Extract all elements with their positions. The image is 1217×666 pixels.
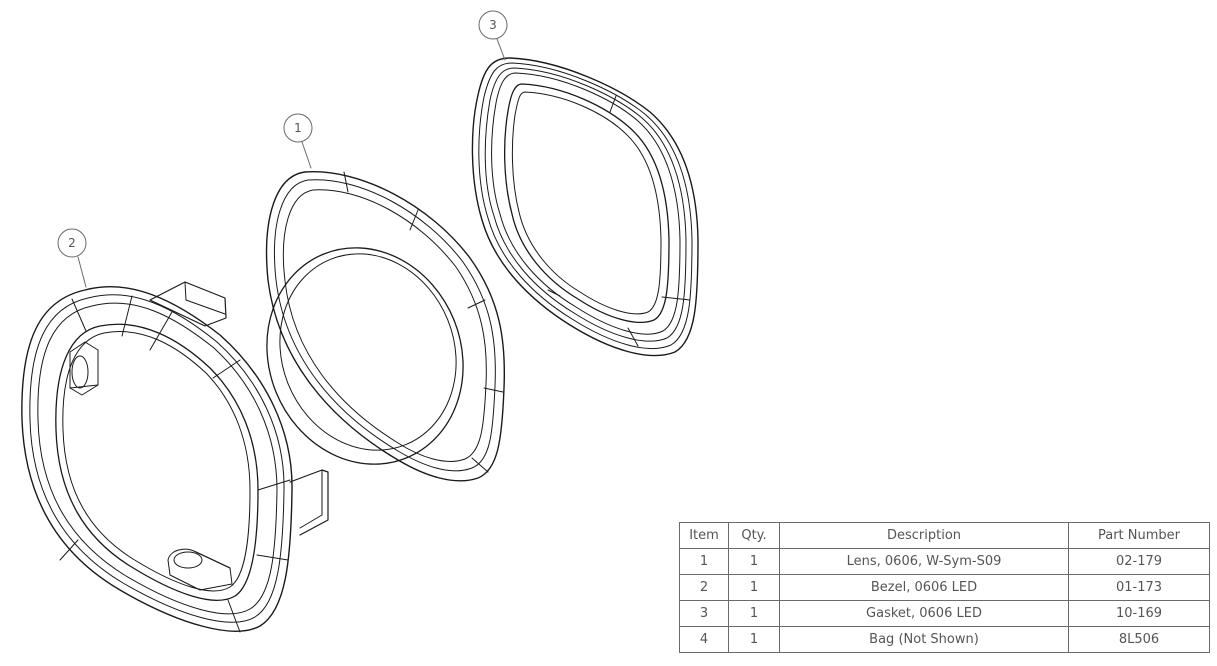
callout-1-label: 1	[294, 121, 302, 135]
bezel-lower-clip	[167, 548, 233, 591]
bom-cell-qty: 1	[728, 548, 780, 575]
gasket-inner-opening	[504, 83, 670, 323]
bom-row: 4 1 Bag (Not Shown) 8L506	[679, 626, 1210, 653]
bezel-inner-opening	[55, 323, 259, 601]
callout-balloon-1: 1	[283, 113, 313, 169]
bom-cell-description: Lens, 0606, W-Sym-S09	[779, 548, 1069, 575]
bom-cell-item: 4	[679, 626, 729, 653]
bom-row: 2 1 Bezel, 0606 LED 01-173	[679, 574, 1210, 601]
bom-cell-part-number: 01-173	[1068, 574, 1210, 601]
bom-cell-part-number: 10-169	[1068, 600, 1210, 627]
bom-cell-qty: 1	[728, 574, 780, 601]
bom-row: 1 1 Lens, 0606, W-Sym-S09 02-179	[679, 548, 1210, 575]
bom-cell-description: Bezel, 0606 LED	[779, 574, 1069, 601]
callout-balloon-3: 3	[478, 10, 508, 61]
callout-2-label: 2	[68, 236, 76, 250]
bom-header-description: Description	[779, 522, 1069, 549]
bill-of-materials-table: Item Qty. Description Part Number 1 1 Le…	[679, 522, 1210, 653]
gasket-outer-edge	[471, 57, 699, 357]
bom-cell-item: 3	[679, 600, 729, 627]
bom-cell-part-number: 8L506	[1068, 626, 1210, 653]
bom-header-qty: Qty.	[728, 522, 780, 549]
bom-cell-item: 1	[679, 548, 729, 575]
lens-outer-flange	[265, 171, 506, 482]
bom-cell-description: Bag (Not Shown)	[779, 626, 1069, 653]
bom-cell-item: 2	[679, 574, 729, 601]
bezel-upper-clip	[69, 341, 99, 396]
bom-cell-qty: 1	[728, 600, 780, 627]
callout-balloon-2: 2	[57, 228, 87, 288]
bom-header-item: Item	[679, 522, 729, 549]
callout-3-label: 3	[489, 18, 497, 32]
bom-cell-description: Gasket, 0606 LED	[779, 600, 1069, 627]
lens-part	[265, 171, 506, 482]
bezel-part	[21, 281, 329, 633]
bom-header-row: Item Qty. Description Part Number	[679, 522, 1210, 549]
bezel-upper-tab	[149, 281, 227, 327]
bom-row: 3 1 Gasket, 0606 LED 10-169	[679, 600, 1210, 627]
bezel-lower-tab	[289, 469, 329, 536]
bezel-outer-rim	[21, 286, 293, 632]
lens-dome	[266, 247, 464, 465]
bom-header-part-number: Part Number	[1068, 522, 1210, 549]
gasket-part	[471, 57, 699, 357]
bom-cell-qty: 1	[728, 626, 780, 653]
bom-cell-part-number: 02-179	[1068, 548, 1210, 575]
